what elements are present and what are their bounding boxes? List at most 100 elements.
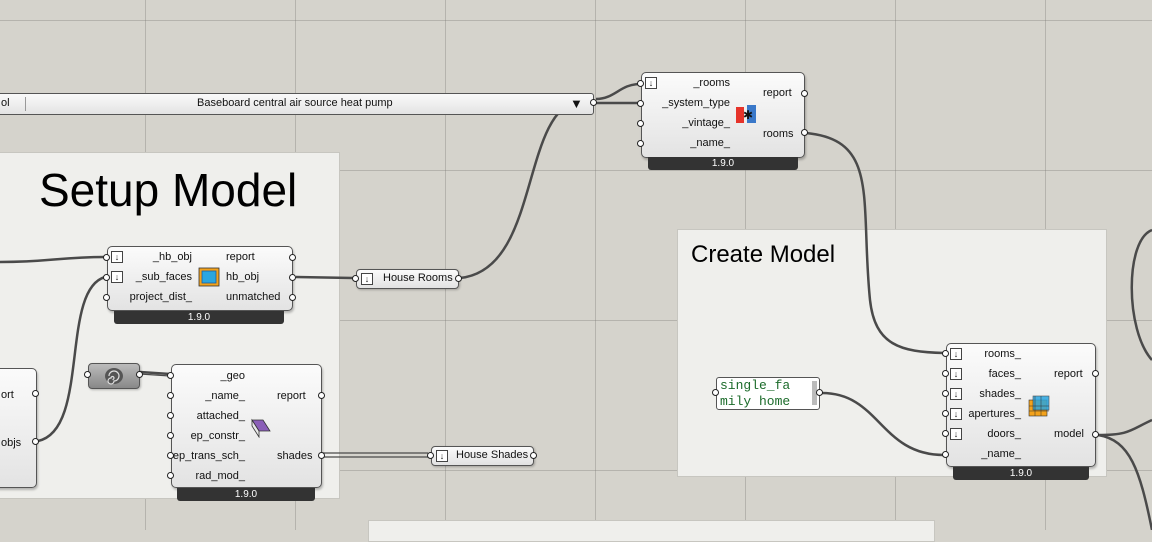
house-rooms-label: House Rooms bbox=[383, 272, 453, 284]
system-type-dropdown[interactable]: ol Baseboard central air source heat pum… bbox=[0, 93, 594, 115]
shade-input-geo: _geo bbox=[220, 370, 245, 382]
model-in-port-1[interactable] bbox=[942, 370, 949, 377]
panel-out-port[interactable] bbox=[816, 389, 823, 396]
house-shades-in-port[interactable] bbox=[427, 452, 434, 459]
shade-input-ep-trans-sch: ep_trans_sch_ bbox=[172, 450, 245, 462]
graft-icon[interactable]: ↓ bbox=[950, 428, 962, 440]
hvac-input-system-type: _system_type bbox=[662, 97, 730, 109]
subfaces-input-sub-faces: _sub_faces bbox=[135, 271, 192, 283]
model-input-doors: doors_ bbox=[987, 428, 1021, 440]
graft-icon[interactable]: ↓ bbox=[111, 251, 123, 263]
dropdown-divider bbox=[25, 97, 26, 111]
graft-icon[interactable]: ↓ bbox=[950, 388, 962, 400]
hvac-in-port-2[interactable] bbox=[637, 120, 644, 127]
subface-icon bbox=[198, 267, 220, 287]
shade-in-port-1[interactable] bbox=[167, 392, 174, 399]
model-input-rooms: rooms_ bbox=[984, 348, 1021, 360]
house-rooms-out-port[interactable] bbox=[455, 275, 462, 282]
subfaces-out-port-1[interactable] bbox=[289, 274, 296, 281]
wire-model-out-1 bbox=[1097, 418, 1152, 437]
shade-component[interactable]: _geo _name_ attached_ ep_constr_ ep_tran… bbox=[171, 364, 322, 488]
panel-line-2: mily home bbox=[720, 394, 791, 409]
model-version: 1.9.0 bbox=[953, 467, 1089, 480]
text-panel[interactable]: single_fa mily home bbox=[716, 377, 820, 410]
panel-in-port[interactable] bbox=[712, 389, 719, 396]
graft-icon[interactable]: ↓ bbox=[645, 77, 657, 89]
model-component[interactable]: ↓ ↓ ↓ ↓ ↓ rooms_ faces_ shades_ aperture… bbox=[946, 343, 1096, 467]
shade-in-port-3[interactable] bbox=[167, 432, 174, 439]
graft-icon[interactable]: ↓ bbox=[950, 368, 962, 380]
subfaces-in-port-1[interactable] bbox=[103, 274, 110, 281]
model-output-report: report bbox=[1054, 368, 1083, 380]
graft-icon[interactable]: ↓ bbox=[111, 271, 123, 283]
shade-out-port-0[interactable] bbox=[318, 392, 325, 399]
shade-in-port-4[interactable] bbox=[167, 452, 174, 459]
geometry-in-port[interactable] bbox=[84, 371, 91, 378]
graft-icon[interactable]: ↓ bbox=[950, 348, 962, 360]
model-in-port-5[interactable] bbox=[942, 451, 949, 458]
model-in-port-0[interactable] bbox=[942, 350, 949, 357]
model-in-port-4[interactable] bbox=[942, 430, 949, 437]
dropdown-value: Baseboard central air source heat pump bbox=[197, 97, 393, 109]
subfaces-in-port-2[interactable] bbox=[103, 294, 110, 301]
svg-text:✱: ✱ bbox=[743, 108, 753, 122]
left-output-report: ort bbox=[1, 389, 14, 401]
graft-icon[interactable]: ↓ bbox=[361, 273, 373, 285]
graft-icon[interactable]: ↓ bbox=[436, 450, 448, 462]
house-shades-label: House Shades bbox=[456, 449, 529, 461]
house-shades-relay[interactable]: ↓ House Shades bbox=[431, 446, 534, 466]
wire-model-out-2 bbox=[1097, 433, 1152, 530]
hvac-in-port-3[interactable] bbox=[637, 140, 644, 147]
left-out-port-0[interactable] bbox=[32, 390, 39, 397]
hvac-in-port-1[interactable] bbox=[637, 100, 644, 107]
shade-input-ep-constr: ep_constr_ bbox=[190, 430, 245, 442]
model-input-faces: faces_ bbox=[988, 368, 1021, 380]
subfaces-out-port-2[interactable] bbox=[289, 294, 296, 301]
subfaces-input-project-dist: project_dist_ bbox=[129, 291, 192, 303]
subfaces-out-port-0[interactable] bbox=[289, 254, 296, 261]
left-out-port-1[interactable] bbox=[32, 438, 39, 445]
shade-output-report: report bbox=[277, 390, 306, 402]
model-out-port-1[interactable] bbox=[1092, 431, 1099, 438]
panel-scrollbar[interactable] bbox=[812, 381, 817, 405]
house-rooms-in-port[interactable] bbox=[352, 275, 359, 282]
geometry-out-port[interactable] bbox=[136, 371, 143, 378]
model-input-apertures: apertures_ bbox=[968, 408, 1021, 420]
model-in-port-2[interactable] bbox=[942, 390, 949, 397]
hvac-component[interactable]: ↓ _rooms _system_type _vintage_ _name_ ✱… bbox=[641, 72, 805, 158]
model-out-port-0[interactable] bbox=[1092, 370, 1099, 377]
hvac-output-rooms: rooms bbox=[763, 128, 794, 140]
hvac-in-port-0[interactable] bbox=[637, 80, 644, 87]
wire-right-loop bbox=[1130, 228, 1152, 361]
wire-hbobj-houserooms bbox=[295, 275, 354, 280]
left-partial-component[interactable]: ort objs bbox=[0, 368, 37, 488]
model-output-model: model bbox=[1054, 428, 1084, 440]
hvac-out-port-1[interactable] bbox=[801, 129, 808, 136]
wire-panel-modelname bbox=[821, 391, 945, 457]
shade-in-port-5[interactable] bbox=[167, 472, 174, 479]
setup-model-title: Setup Model bbox=[39, 164, 298, 216]
house-rooms-relay[interactable]: ↓ House Rooms bbox=[356, 269, 459, 289]
spiral-icon bbox=[105, 368, 123, 385]
subfaces-input-hb-obj: _hb_obj bbox=[152, 251, 192, 263]
graft-icon[interactable]: ↓ bbox=[950, 408, 962, 420]
dropdown-output-port[interactable] bbox=[590, 99, 597, 106]
hvac-input-name: _name_ bbox=[690, 137, 730, 149]
shade-input-rad-mod: rad_mod_ bbox=[195, 470, 245, 482]
dropdown-left-text: ol bbox=[1, 97, 10, 109]
shade-out-port-1[interactable] bbox=[318, 452, 325, 459]
subfaces-in-port-0[interactable] bbox=[103, 254, 110, 261]
hvac-input-vintage: _vintage_ bbox=[682, 117, 730, 129]
subfaces-component[interactable]: ↓ ↓ _hb_obj _sub_faces project_dist_ rep… bbox=[107, 246, 293, 311]
hvac-icon: ✱ bbox=[736, 105, 756, 123]
shade-in-port-0[interactable] bbox=[167, 372, 174, 379]
geometry-param[interactable] bbox=[88, 363, 140, 389]
shade-in-port-2[interactable] bbox=[167, 412, 174, 419]
wire-houserooms-hvac bbox=[459, 98, 579, 280]
hvac-out-port-0[interactable] bbox=[801, 90, 808, 97]
panel-line-1: single_fa bbox=[720, 378, 791, 393]
house-shades-out-port[interactable] bbox=[530, 452, 537, 459]
wire-objs-subfaces bbox=[37, 275, 106, 443]
dropdown-arrow-icon[interactable]: ▼ bbox=[570, 96, 583, 111]
model-in-port-3[interactable] bbox=[942, 410, 949, 417]
